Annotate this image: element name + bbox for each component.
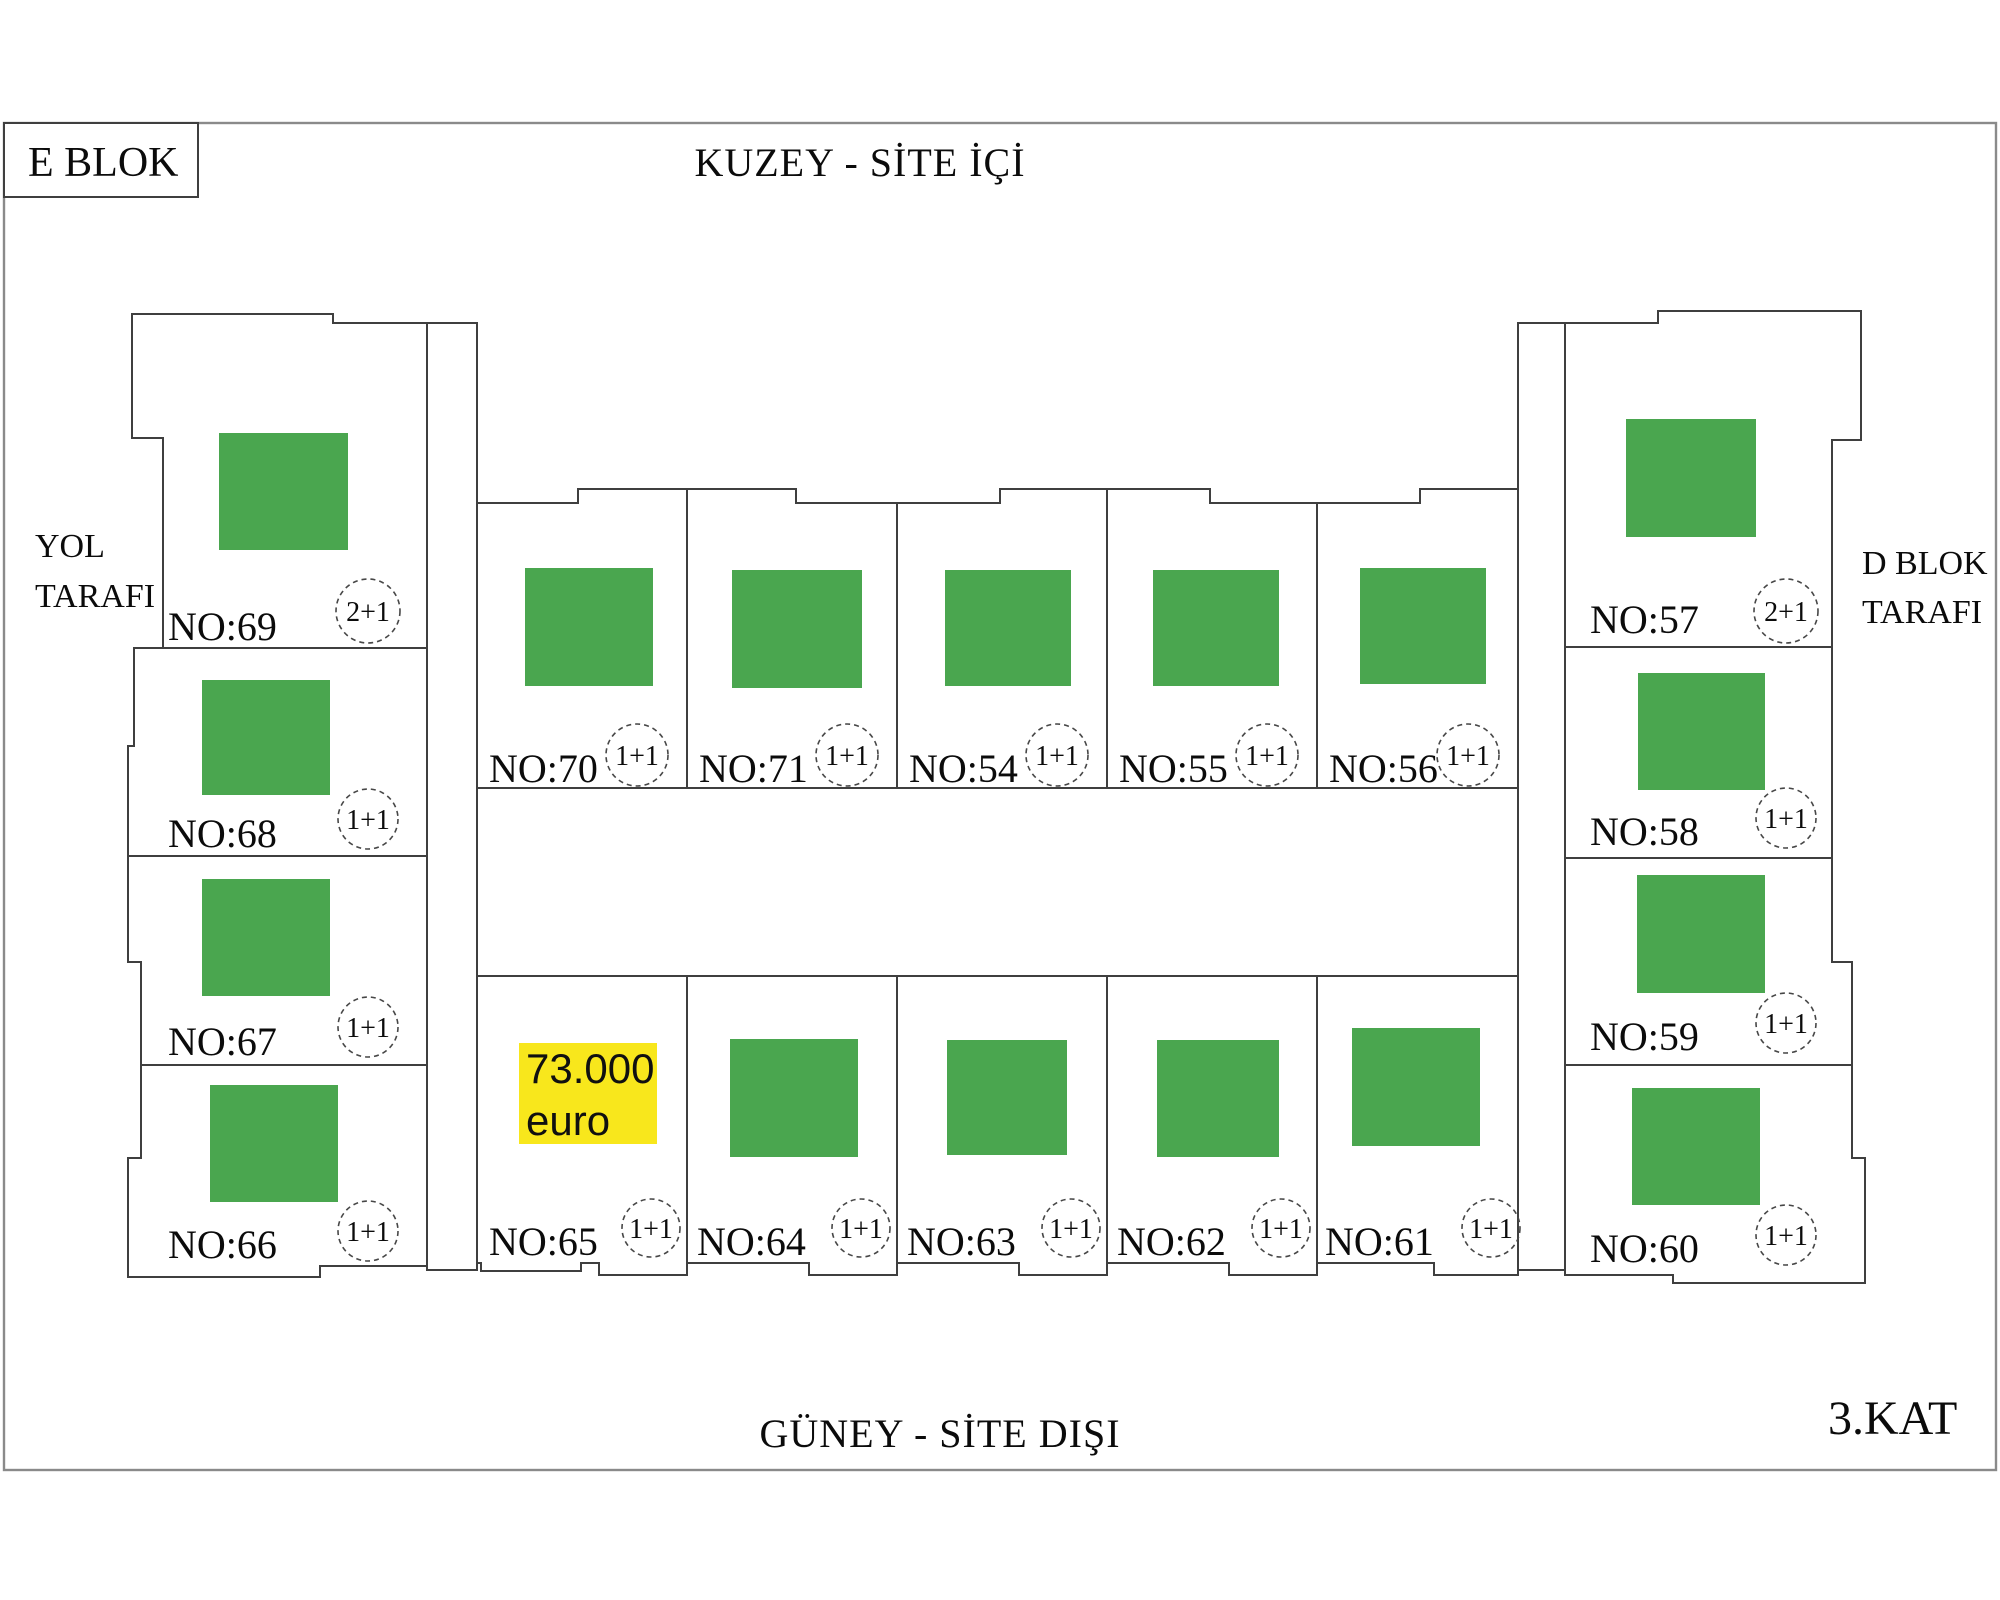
unit-label-66: NO:66 [168, 1222, 277, 1267]
unit-type-circle-64 [831, 1198, 891, 1258]
unit-type-circle-65 [621, 1198, 681, 1258]
east-side-label-line1: D BLOK [1862, 545, 1988, 582]
unit-label-65: NO:65 [489, 1219, 598, 1264]
unit-marker-green-55[interactable] [1153, 570, 1279, 686]
corridor-right [1517, 322, 1566, 1271]
corridor-left [426, 322, 478, 1271]
unit-label-71: NO:71 [699, 746, 808, 791]
unit-marker-green-59[interactable] [1637, 875, 1765, 993]
unit-label-58: NO:58 [1590, 809, 1699, 854]
floor-label: 3.KAT [1828, 1392, 1957, 1445]
unit-type-60: 1+1 [1764, 1221, 1808, 1252]
unit-type-circle-68 [337, 788, 399, 850]
unit-marker-green-67[interactable] [202, 879, 330, 996]
block-title-box [3, 122, 199, 198]
unit-type-circle-63 [1041, 1198, 1101, 1258]
unit-label-57: NO:57 [1590, 597, 1699, 642]
unit-type-circle-70 [605, 723, 669, 787]
unit-type-circle-54 [1025, 723, 1089, 787]
plan-outer-frame [2, 121, 1998, 1472]
unit-marker-green-66[interactable] [210, 1085, 338, 1202]
unit-type-65: 1+1 [629, 1214, 673, 1245]
unit-type-61: 1+1 [1469, 1214, 1513, 1245]
unit-type-66: 1+1 [346, 1217, 390, 1248]
unit-label-69: NO:69 [168, 604, 277, 649]
unit-marker-green-68[interactable] [202, 680, 330, 795]
unit-type-67: 1+1 [346, 1013, 390, 1044]
unit-type-circle-66 [337, 1200, 399, 1262]
block-title-label: E BLOK [28, 140, 179, 186]
price-amount: 73.000 [526, 1045, 654, 1092]
unit-type-55: 1+1 [1245, 741, 1289, 772]
unit-type-circle-60 [1755, 1204, 1817, 1266]
unit-label-54: NO:54 [909, 746, 1018, 791]
unit-type-68: 1+1 [346, 805, 390, 836]
unit-marker-green-69[interactable] [219, 433, 348, 550]
unit-marker-green-63[interactable] [947, 1040, 1067, 1155]
unit-type-circle-56 [1436, 723, 1500, 787]
unit-type-circle-57 [1753, 578, 1819, 644]
unit-type-71: 1+1 [825, 741, 869, 772]
north-side-label: KUZEY - SİTE İÇİ [694, 140, 1025, 185]
unit-type-54: 1+1 [1035, 741, 1079, 772]
unit-marker-green-71[interactable] [732, 570, 862, 688]
unit-type-circle-58 [1755, 787, 1817, 849]
unit-label-70: NO:70 [489, 746, 598, 791]
unit-type-62: 1+1 [1259, 1214, 1303, 1245]
unit-type-69: 2+1 [346, 597, 390, 628]
unit-type-circle-59 [1755, 992, 1817, 1054]
unit-marker-green-54[interactable] [945, 570, 1071, 686]
unit-type-circle-62 [1251, 1198, 1311, 1258]
unit-label-59: NO:59 [1590, 1014, 1699, 1059]
unit-label-64: NO:64 [697, 1219, 806, 1264]
unit-label-63: NO:63 [907, 1219, 1016, 1264]
unit-marker-green-58[interactable] [1638, 673, 1765, 790]
unit-type-circle-61 [1461, 1198, 1521, 1258]
unit-type-64: 1+1 [839, 1214, 883, 1245]
unit-label-67: NO:67 [168, 1019, 277, 1064]
unit-label-55: NO:55 [1119, 746, 1228, 791]
unit-type-57: 2+1 [1764, 597, 1808, 628]
unit-type-58: 1+1 [1764, 804, 1808, 835]
unit-type-59: 1+1 [1764, 1009, 1808, 1040]
unit-label-62: NO:62 [1117, 1219, 1226, 1264]
unit-type-circle-71 [815, 723, 879, 787]
unit-marker-green-64[interactable] [730, 1039, 858, 1157]
unit-label-68: NO:68 [168, 811, 277, 856]
unit-type-70: 1+1 [615, 741, 659, 772]
unit-label-61: NO:61 [1325, 1219, 1434, 1264]
unit-marker-green-60[interactable] [1632, 1088, 1760, 1205]
west-side-label-line2: TARAFI [35, 578, 155, 615]
unit-marker-green-61[interactable] [1352, 1028, 1480, 1146]
unit-label-56: NO:56 [1329, 746, 1438, 791]
unit-type-circle-55 [1235, 723, 1299, 787]
unit-type-56: 1+1 [1446, 741, 1490, 772]
south-side-label: GÜNEY - SİTE DIŞI [759, 1411, 1120, 1456]
unit-label-60: NO:60 [1590, 1226, 1699, 1271]
unit-marker-green-56[interactable] [1360, 568, 1486, 684]
unit-type-circle-67 [337, 996, 399, 1058]
price-highlight-box[interactable] [519, 1043, 657, 1144]
west-side-label-line1: YOL [35, 528, 105, 565]
price-currency: euro [526, 1097, 610, 1144]
unit-type-circle-69 [335, 578, 401, 644]
east-side-label-line2: TARAFI [1862, 594, 1982, 631]
unit-marker-green-70[interactable] [525, 568, 653, 686]
unit-marker-green-62[interactable] [1157, 1040, 1279, 1157]
unit-marker-green-57[interactable] [1626, 419, 1756, 537]
unit-type-63: 1+1 [1049, 1214, 1093, 1245]
